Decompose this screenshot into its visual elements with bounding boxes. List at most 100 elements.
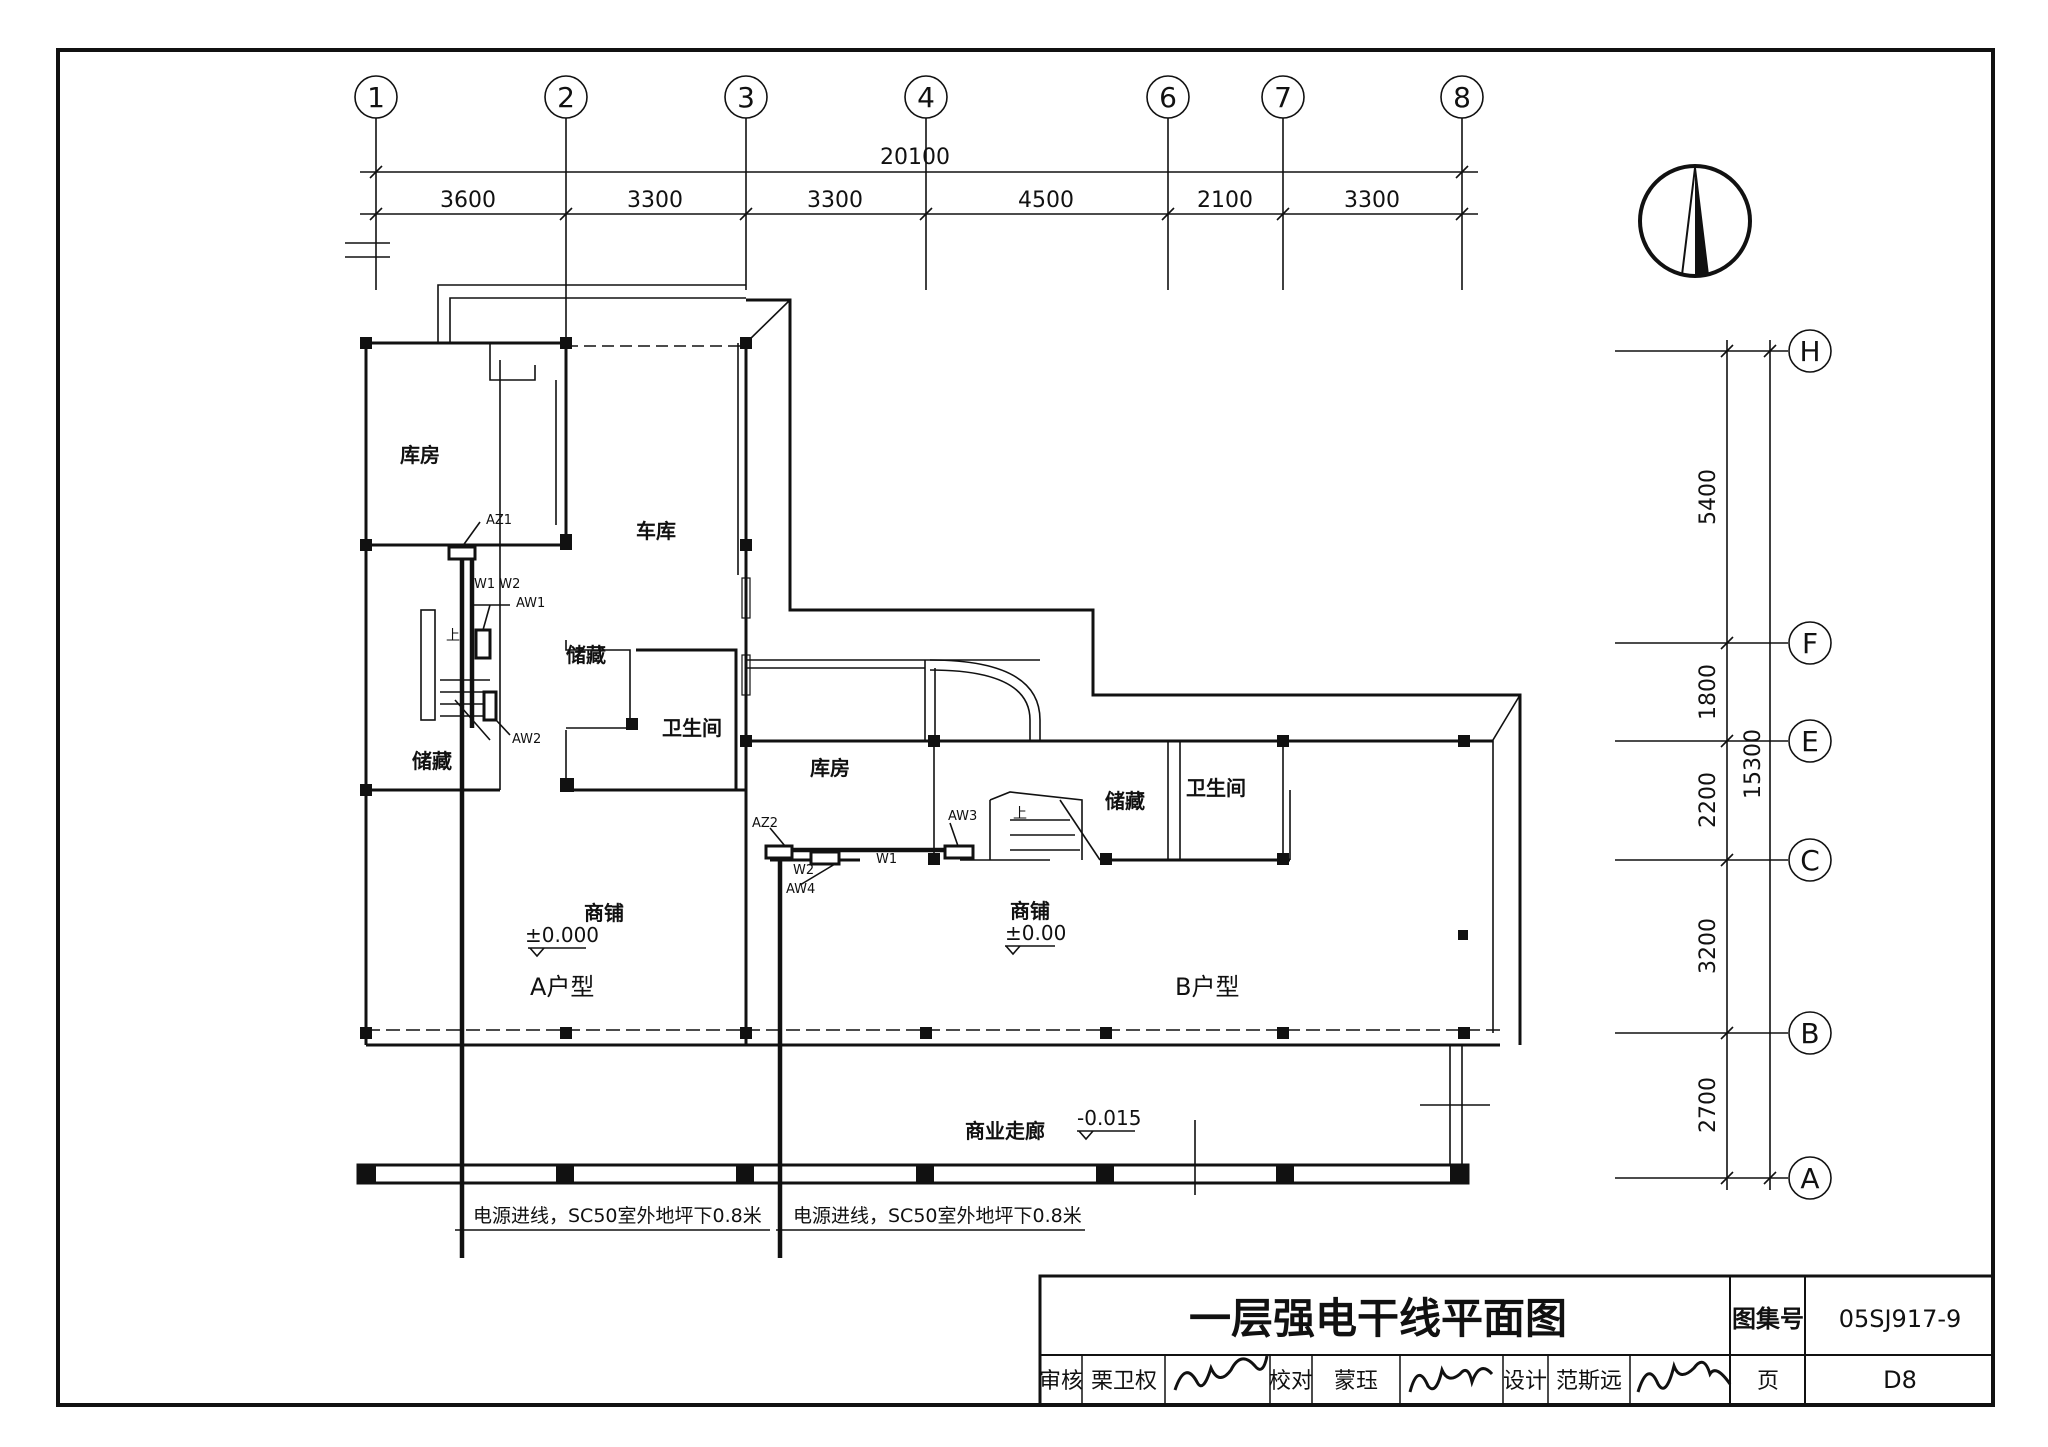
distribution-boxes [447, 521, 975, 886]
label-w2: W2 [793, 863, 814, 878]
room-corridor: 商业走廊 [965, 1119, 1045, 1143]
dim-h-3: 3300 [807, 188, 863, 213]
axis-row-H: H [1615, 329, 1832, 373]
power-inlet-notes: 电源进线，SC50室外地坪下0.8米 电源进线，SC50室外地坪下0.8米 [455, 1205, 1085, 1231]
row-axes: H F E C B A [1615, 329, 1832, 1200]
review-label: 审核 [1039, 1369, 1083, 1394]
dim-h-4: 4500 [1018, 188, 1074, 213]
svg-text:7: 7 [1274, 81, 1292, 114]
power-cables [459, 555, 950, 1258]
corridor-beam [356, 1045, 1490, 1195]
equipment-labels: AZ1 W1 W2 AW1 AW2 AZ2 W2 AW4 W1 AW3 [474, 513, 977, 897]
axis-row-E: E [1615, 719, 1832, 763]
label-az1: AZ1 [486, 513, 512, 528]
label-aw2: AW2 [512, 732, 541, 747]
panel-aw2 [482, 690, 498, 722]
label-aw1: AW1 [516, 596, 545, 611]
axis-row-F: F [1615, 621, 1832, 665]
dim-h-6: 3300 [1344, 188, 1400, 213]
reviewer-name: 栗卫权 [1091, 1369, 1157, 1394]
power-inlet-right: 电源进线，SC50室外地坪下0.8米 [793, 1205, 1082, 1227]
stair-up-a: 上 [446, 628, 460, 644]
drawing-title: 一层强电干线平面图 [1189, 1294, 1567, 1343]
panel-aw3 [943, 844, 975, 860]
svg-text:B: B [1800, 1017, 1819, 1050]
svg-text:H: H [1799, 335, 1820, 368]
panel-aw1 [474, 628, 492, 660]
dim-v-2: 1800 [1696, 664, 1721, 720]
unit-a-label: A户型 [530, 973, 594, 1001]
room-toilet-b: 卫生间 [1186, 776, 1246, 800]
axis-column-2: 2 [544, 75, 588, 350]
checker-name: 蒙珏 [1334, 1369, 1378, 1394]
axis-column-1: 1 [354, 75, 398, 290]
room-storeroom-b: 库房 [810, 756, 850, 780]
designer-signature [1636, 1360, 1732, 1393]
axis-row-A: A [1615, 1156, 1832, 1200]
dim-h-5: 2100 [1197, 188, 1253, 213]
level-shop-b: ±0.00 [1005, 921, 1066, 945]
checker-signature [1408, 1365, 1494, 1393]
axis-row-C: C [1615, 838, 1832, 882]
room-shop-b: 商铺 [1010, 899, 1050, 923]
room-storage-2: 储藏 [412, 749, 452, 773]
column-axes: 1 2 3 4 6 7 8 [354, 75, 1484, 350]
dim-h-1: 3600 [440, 188, 496, 213]
svg-text:A: A [1800, 1162, 1819, 1195]
designer-name: 范斯远 [1556, 1369, 1622, 1394]
reviewer-signature [1173, 1355, 1269, 1391]
dim-v-4: 3200 [1696, 918, 1721, 974]
svg-text:4: 4 [917, 81, 935, 114]
svg-text:F: F [1802, 627, 1818, 660]
label-az2: AZ2 [752, 816, 778, 831]
axis-column-7: 7 [1261, 75, 1305, 290]
axis-column-8: 8 [1440, 75, 1484, 290]
axis-row-B: B [1615, 1011, 1832, 1055]
check-label: 校对 [1269, 1369, 1313, 1394]
room-toilet-a: 卫生间 [662, 716, 722, 740]
room-storeroom-a: 库房 [400, 443, 440, 467]
label-aw3: AW3 [948, 809, 977, 824]
design-label: 设计 [1503, 1369, 1547, 1394]
power-inlet-left: 电源进线，SC50室外地坪下0.8米 [473, 1205, 762, 1227]
dim-total-horizontal: 20100 [880, 145, 950, 170]
stair-b [989, 791, 1101, 861]
svg-text:6: 6 [1159, 81, 1177, 114]
title-block: 一层强电干线平面图 图集号 05SJ917-9 审核 栗卫权 校对 蒙珏 设计 … [1038, 1274, 1995, 1407]
dim-v-1: 5400 [1696, 469, 1721, 525]
dim-v-3: 2200 [1696, 772, 1721, 828]
page-number: D8 [1883, 1366, 1917, 1394]
page-label: 页 [1757, 1369, 1779, 1394]
level-marks: ±0.000 ±0.00 -0.015 [525, 921, 1141, 1141]
panel-aw4 [809, 850, 841, 866]
sheet-border [56, 48, 1995, 1407]
axis-column-6: 6 [1146, 75, 1190, 290]
svg-text:8: 8 [1453, 81, 1471, 114]
room-shop-a: 商铺 [584, 901, 624, 925]
axis-column-3: 3 [724, 75, 768, 290]
dim-total-vertical: 15300 [1741, 729, 1766, 799]
dim-v-5: 2700 [1696, 1077, 1721, 1133]
room-garage: 车库 [636, 519, 676, 543]
svg-text:3: 3 [737, 81, 755, 114]
level-shop-a: ±0.000 [525, 923, 599, 947]
panel-az2 [764, 844, 794, 860]
horizontal-dimensions: 20100 3600 3300 3300 4500 2100 3300 [345, 145, 1478, 258]
svg-text:1: 1 [367, 81, 385, 114]
stair-up-b: 上 [1013, 806, 1027, 822]
room-labels: 库房 车库 储藏 储藏 卫生间 库房 储藏 卫生间 商铺 商铺 A户型 B户型 … [400, 443, 1246, 1143]
label-w1: W1 [876, 852, 897, 867]
svg-text:2: 2 [557, 81, 575, 114]
dim-h-2: 3300 [627, 188, 683, 213]
room-storage-1: 储藏 [566, 643, 606, 667]
vertical-dimensions: 5400 1800 2200 3200 2700 15300 [1696, 340, 1777, 1190]
label-w1-w2: W1 W2 [474, 577, 520, 592]
svg-text:E: E [1801, 725, 1819, 758]
axis-column-4: 4 [904, 75, 948, 290]
level-corridor: -0.015 [1077, 1106, 1141, 1130]
room-storage-b: 储藏 [1105, 789, 1145, 813]
panel-az1 [447, 545, 477, 561]
atlas-label: 图集号 [1732, 1305, 1804, 1333]
structural-columns [360, 337, 1470, 1039]
